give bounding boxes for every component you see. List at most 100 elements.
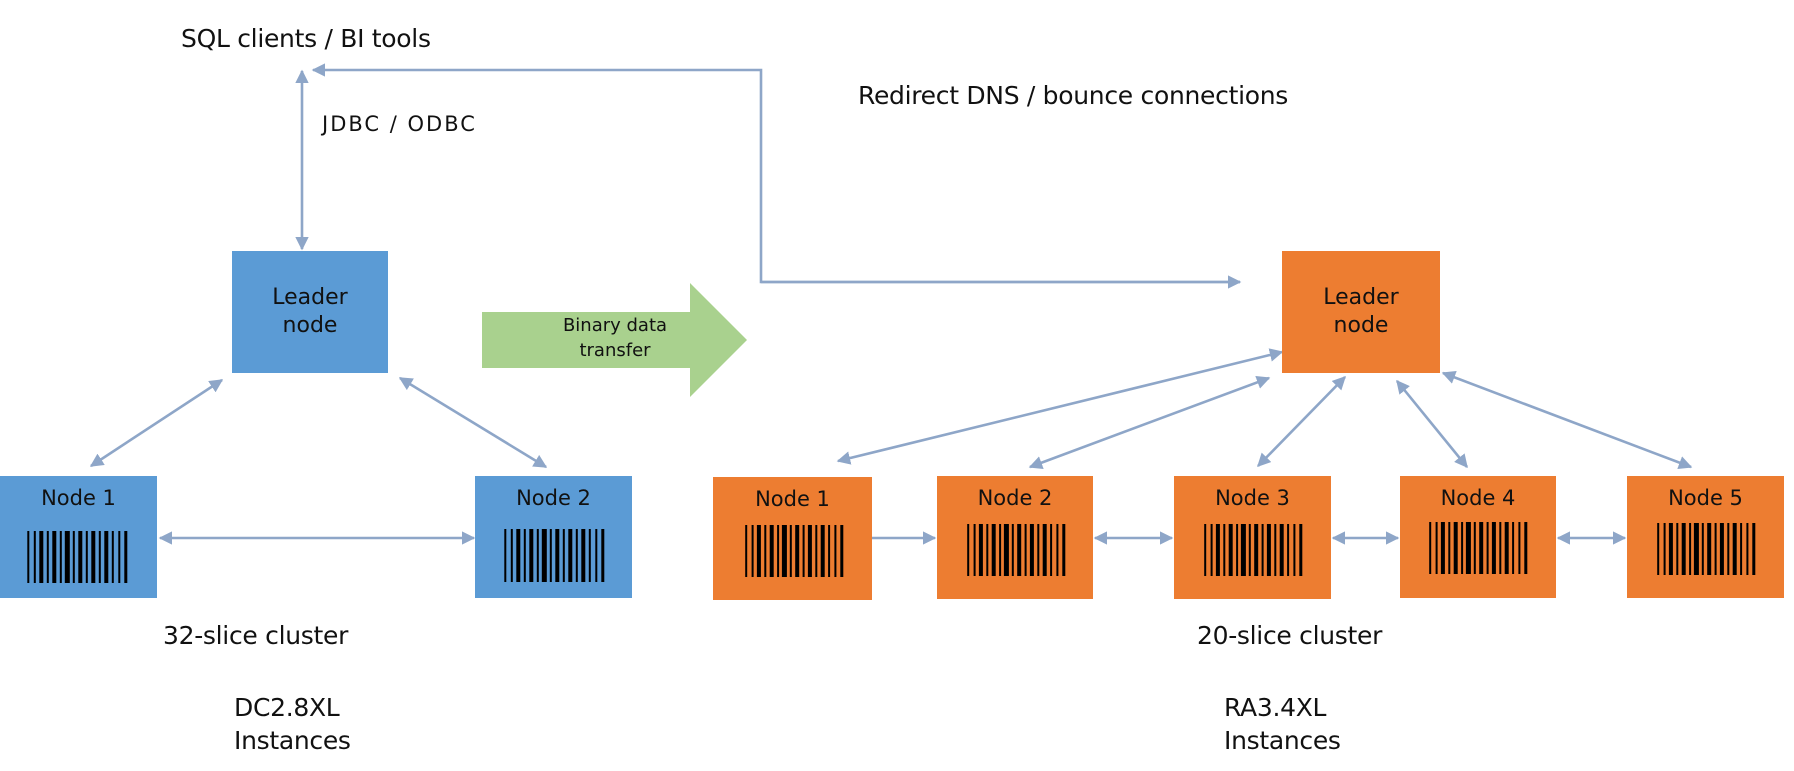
source-leader-line2: node — [282, 313, 338, 338]
target-leader-node2-link — [1028, 375, 1271, 470]
barcode-bar — [1204, 524, 1207, 576]
barcode-bar — [85, 531, 88, 583]
barcode-bar — [1240, 524, 1246, 576]
target-leader-line2: node — [1333, 313, 1389, 338]
barcode-bar — [1473, 522, 1476, 574]
node-label: Node 1 — [755, 487, 830, 511]
barcode-bar — [1236, 524, 1239, 576]
barcode-bar — [1491, 522, 1496, 574]
barcode-bar — [789, 525, 792, 577]
barcode-bar — [1215, 524, 1220, 576]
barcode-bar — [1693, 523, 1699, 575]
barcode-bar — [124, 531, 128, 583]
barcode-bar — [562, 529, 565, 582]
barcode-bar — [1707, 523, 1712, 575]
barcode-bar — [118, 531, 121, 583]
barcode-bar — [1279, 524, 1284, 576]
barcode-bar — [111, 531, 114, 583]
slice-barcode-icon — [504, 529, 605, 582]
target-compute-node: Node 4 — [1400, 476, 1556, 598]
source-leader-node2-link — [398, 376, 548, 469]
source-slices-label: 32-slice cluster — [163, 621, 349, 650]
barcode-bar — [1689, 523, 1692, 575]
barcode-bar — [756, 525, 761, 577]
barcode-bar — [1668, 523, 1673, 575]
barcode-bar — [1042, 524, 1047, 576]
barcode-bar — [1062, 524, 1066, 576]
slice-barcode-icon — [1429, 522, 1528, 574]
barcode-bar — [1274, 524, 1277, 576]
barcode-bar — [523, 529, 526, 582]
node-label: Node 4 — [1440, 486, 1516, 510]
slice-barcode-icon — [27, 531, 128, 583]
barcode-bar — [1663, 523, 1666, 575]
barcode-bar — [1657, 523, 1660, 575]
barcode-bar — [1465, 522, 1471, 574]
node-label: Node 5 — [1668, 486, 1743, 510]
binary-transfer-label: Binary data transfer — [520, 313, 710, 363]
barcode-bar — [1003, 524, 1009, 576]
source-compute-node: Node 1 — [0, 476, 157, 598]
barcode-bar — [1037, 524, 1040, 576]
barcode-bar — [745, 525, 748, 577]
redirect-dns-label: Redirect DNS / bounce connections — [858, 81, 1288, 110]
barcode-bar — [39, 531, 44, 583]
barcode-bar — [1261, 524, 1264, 576]
barcode-bar — [1740, 523, 1743, 575]
barcode-bar — [991, 524, 996, 576]
barcode-bar — [1714, 523, 1717, 575]
barcode-bar — [1266, 524, 1271, 576]
barcode-bar — [1518, 522, 1521, 574]
barcode-bar — [967, 524, 970, 576]
barcode-bar — [516, 529, 521, 582]
barcode-bar — [1017, 524, 1022, 576]
barcode-bar — [999, 524, 1002, 576]
barcode-bar — [46, 531, 49, 583]
barcode-bar — [1050, 524, 1053, 576]
barcode-bar — [504, 529, 507, 582]
barcode-bar — [1029, 524, 1034, 576]
barcode-bar — [536, 529, 539, 582]
barcode-bar — [751, 525, 754, 577]
barcode-bar — [764, 525, 767, 577]
barcode-bar — [986, 524, 989, 576]
slice-barcode-icon — [1657, 523, 1756, 575]
barcode-bar — [575, 529, 578, 582]
barcode-bar — [601, 529, 605, 582]
barcode-bar — [820, 525, 825, 577]
slice-barcode-icon — [1204, 524, 1303, 576]
barcode-bar — [840, 525, 844, 577]
node-label: Node 3 — [1215, 486, 1290, 510]
barcode-bar — [588, 529, 591, 582]
barcode-bar — [1440, 522, 1445, 574]
barcode-bar — [1512, 522, 1515, 574]
barcode-bar — [27, 531, 30, 583]
barcode-bar — [595, 529, 598, 582]
source-leader-node1-link — [89, 378, 224, 468]
barcode-bar — [52, 531, 57, 583]
barcode-bar — [1223, 524, 1226, 576]
barcode-bar — [815, 525, 818, 577]
barcode-bar — [1293, 524, 1296, 576]
barcode-bar — [978, 524, 983, 576]
barcode-bar — [1254, 524, 1259, 576]
barcode-bar — [104, 531, 109, 583]
barcode-bar — [1499, 522, 1502, 574]
barcode-bar — [1681, 523, 1686, 575]
target-slices-label: 20-slice cluster — [1197, 621, 1383, 650]
barcode-bar — [1248, 524, 1251, 576]
target-compute-node: Node 3 — [1174, 476, 1331, 599]
node-label: Node 2 — [516, 486, 591, 510]
target-instance-type: RA3.4XL — [1224, 693, 1327, 722]
barcode-bar — [568, 529, 573, 582]
barcode-bar — [555, 529, 560, 582]
source-instance-word: Instances — [234, 726, 351, 755]
barcode-bar — [807, 525, 812, 577]
barcode-bar — [1299, 524, 1303, 576]
target-compute-node: Node 1 — [713, 477, 872, 600]
barcode-bar — [1719, 523, 1724, 575]
target-leader-node3-link — [1257, 376, 1346, 467]
barcode-bar — [1056, 524, 1059, 576]
target-leader-line1: Leader — [1323, 285, 1399, 310]
